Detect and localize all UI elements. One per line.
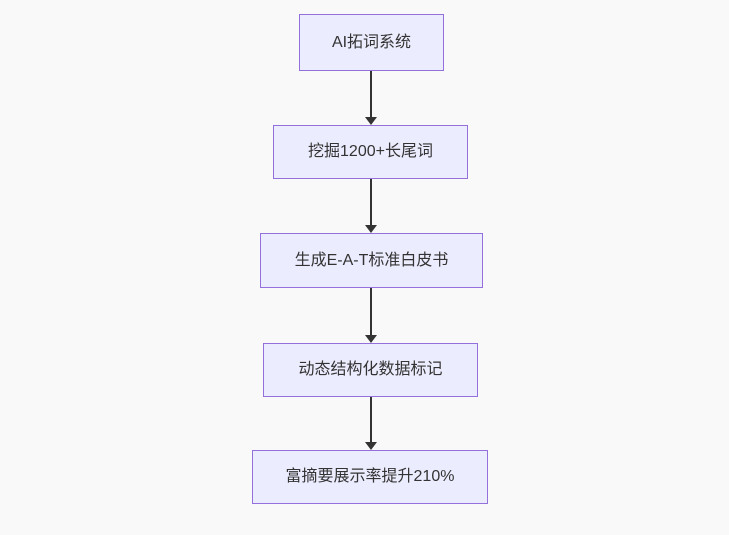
- arrow-down-icon: [370, 71, 372, 117]
- node-label: 动态结构化数据标记: [298, 361, 443, 379]
- node-label: 生成E-A-T标准白皮书: [294, 251, 449, 269]
- flowchart-node-structured-data: 动态结构化数据标记: [263, 343, 478, 397]
- flowchart-node-eat-whitepaper: 生成E-A-T标准白皮书: [260, 233, 483, 288]
- flowchart-node-ai-word-system: AI拓词系统: [299, 14, 444, 71]
- arrow-down-icon: [370, 179, 372, 225]
- flowchart-node-longtail-mining: 挖掘1200+长尾词: [273, 125, 468, 179]
- flowchart-node-rich-snippet-result: 富摘要展示率提升210%: [252, 450, 488, 504]
- node-label: 挖掘1200+长尾词: [308, 143, 433, 161]
- node-label: AI拓词系统: [331, 33, 412, 51]
- arrow-down-icon: [370, 397, 372, 442]
- node-label: 富摘要展示率提升210%: [285, 468, 455, 486]
- arrow-down-icon: [370, 288, 372, 335]
